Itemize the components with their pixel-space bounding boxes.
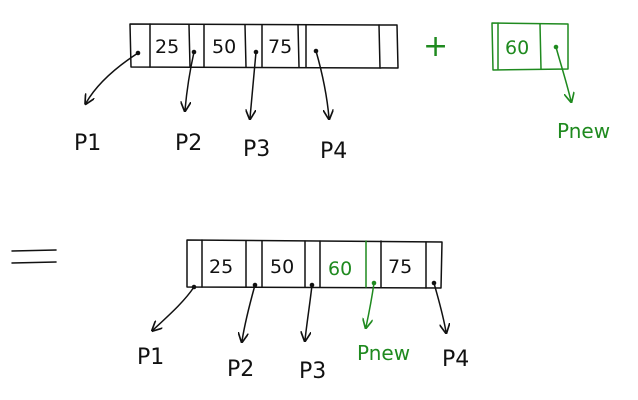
top-pointer-label-p3: P3 [243,137,270,162]
top-pointer-label-p2: P2 [175,131,202,156]
result-pointer-arrows [153,282,446,341]
result-key-1: 25 [209,256,233,278]
equals-sign [11,249,57,264]
result-pointer-label-p1: P1 [137,345,164,370]
new-entry-node: 60 Pnew [491,22,610,143]
original-pointer-labels: P1 P2 P3 P4 [74,131,347,164]
new-pointer-label: Pnew [557,119,610,143]
result-pointer-label-pnew: Pnew [357,341,410,365]
top-key-1: 25 [155,36,179,58]
plus-sign: + [423,29,448,64]
result-key-3: 60 [328,258,352,280]
result-key-2: 50 [270,256,294,278]
top-key-3: 75 [268,36,292,58]
result-node: 25 50 60 75 [186,239,443,290]
top-pointer-label-p4: P4 [320,139,347,164]
original-node: 25 50 75 [129,23,399,69]
original-pointer-arrows [86,50,329,118]
result-key-4: 75 [388,256,412,278]
equals-label: = [14,240,54,268]
result-pointer-label-p3: P3 [299,359,326,384]
new-key: 60 [505,37,529,59]
result-pointer-label-p4: P4 [442,347,469,372]
result-pointer-labels: P1 P2 P3 Pnew P4 [137,341,469,384]
result-pointer-label-p2: P2 [227,357,254,382]
top-pointer-label-p1: P1 [74,131,101,156]
top-key-2: 50 [212,36,236,58]
